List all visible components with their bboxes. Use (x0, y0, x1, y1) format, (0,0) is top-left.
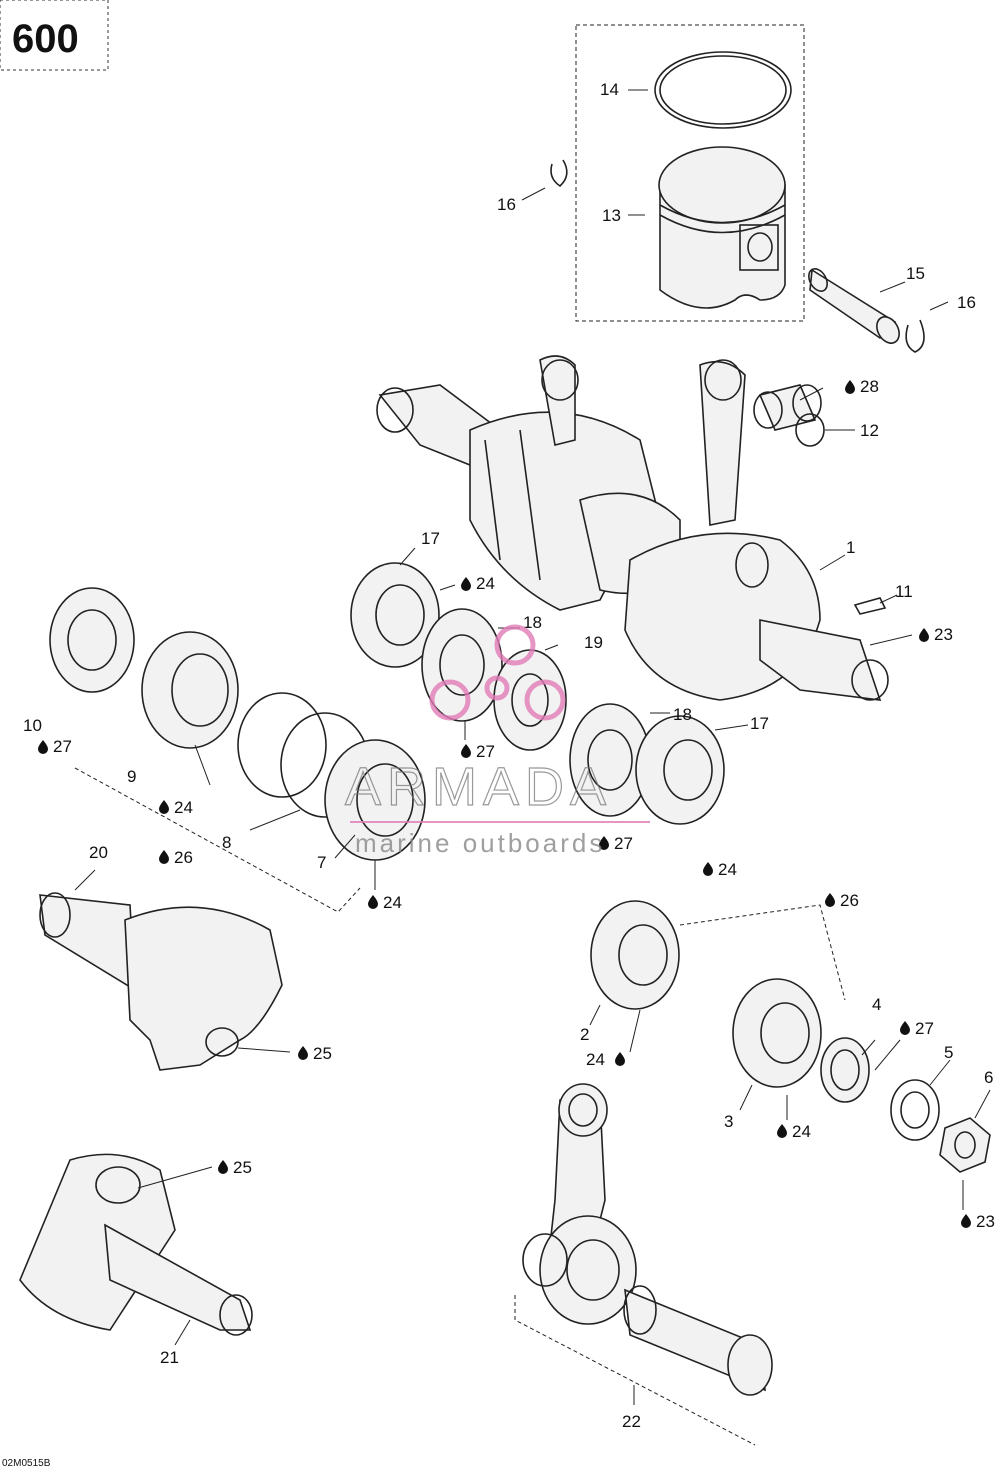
callout-21: 21 (160, 1348, 179, 1367)
ball-bearing (635, 715, 725, 825)
thrust-washer (795, 413, 825, 447)
lubricant-refs: 28 24 23 27 27 24 26 24 27 24 26 25 24 2… (53, 377, 995, 1231)
lubricant-ref: 27 (915, 1019, 934, 1038)
oil-drop-icon (825, 893, 835, 907)
lubricant-ref: 24 (383, 893, 402, 912)
crankshaft-half-mag (19, 1153, 253, 1336)
oil-drop-icon (615, 1052, 625, 1066)
lock-washer (890, 1079, 940, 1141)
oil-drop-icon (368, 895, 378, 909)
crankshaft-assembly (376, 355, 889, 701)
woodruff-key (853, 597, 887, 615)
ball-bearing (590, 900, 680, 1010)
lubricant-ref: 24 (476, 574, 495, 593)
callout-14: 14 (600, 80, 619, 99)
watermark-logo-icon (429, 624, 566, 721)
circlip-icon (550, 159, 568, 188)
needle-bearing (753, 384, 822, 431)
oil-drop-icon (599, 836, 609, 850)
oil-drop-icon (159, 800, 169, 814)
assembly-guide-line (514, 1295, 756, 1446)
callout-8: 8 (222, 833, 231, 852)
lubricant-ref: 25 (233, 1158, 252, 1177)
callout-20: 20 (89, 843, 108, 862)
callout-17: 17 (750, 714, 769, 733)
piston-ring (654, 51, 792, 129)
ball-bearing (141, 631, 239, 749)
piston-pin (808, 268, 900, 344)
drive-gear (493, 649, 567, 751)
callout-9: 9 (127, 767, 136, 786)
callout-2: 2 (580, 1025, 589, 1044)
lubricant-ref: 27 (614, 834, 633, 853)
callout-7: 7 (317, 853, 326, 872)
callout-18: 18 (673, 705, 692, 724)
lubricant-ref: 26 (174, 848, 193, 867)
oil-drop-icon (703, 862, 713, 876)
lubricant-ref: 24 (586, 1050, 605, 1069)
roller-bearing (732, 978, 822, 1088)
oil-seal (49, 587, 135, 693)
connecting-rod (522, 1083, 773, 1396)
watermark-subtitle: marine outboards (355, 828, 605, 858)
lubricant-ref: 24 (174, 798, 193, 817)
oil-drop-icon (845, 380, 855, 394)
oil-drop-icon (777, 1124, 787, 1138)
callouts: 1 2 3 4 5 6 7 8 9 10 11 12 13 14 15 16 1… (23, 80, 993, 1431)
circlip-icon (905, 319, 925, 353)
oil-drop-icon (461, 744, 471, 758)
callout-3: 3 (724, 1112, 733, 1131)
callout-19: 19 (584, 633, 603, 652)
oil-drop-icon (900, 1021, 910, 1035)
lubricant-ref: 23 (934, 625, 953, 644)
oil-drop-icon (298, 1046, 308, 1060)
lubricant-ref: 27 (53, 737, 72, 756)
oil-seal (820, 1037, 870, 1103)
callout-13: 13 (602, 206, 621, 225)
lubricant-ref: 25 (313, 1044, 332, 1063)
lubricant-icons (38, 380, 971, 1228)
hex-nut (939, 1117, 991, 1173)
lubricant-ref: 24 (718, 860, 737, 879)
callout-11: 11 (895, 582, 913, 601)
callout-18: 18 (523, 613, 542, 632)
callout-10: 10 (23, 716, 42, 735)
oil-drop-icon (218, 1160, 228, 1174)
distance-ring (421, 608, 503, 722)
watermark: ARMADA marine outboards (344, 624, 650, 858)
lubricant-ref: 24 (792, 1122, 811, 1141)
engine-badge-text: 600 (12, 17, 79, 61)
callout-16: 16 (497, 195, 516, 214)
callout-5: 5 (944, 1043, 953, 1062)
lubricant-ref: 28 (860, 377, 879, 396)
assembly-guide-line (74, 767, 361, 913)
callout-16: 16 (957, 293, 976, 312)
engine-badge: 600 (0, 0, 109, 71)
watermark-title: ARMADA (345, 757, 612, 817)
callout-17: 17 (421, 529, 440, 548)
callout-1: 1 (846, 538, 855, 557)
drawing-code: 02M0515B (2, 1458, 51, 1469)
assembly-guide-line (679, 904, 846, 1001)
lubricant-ref: 23 (976, 1212, 995, 1231)
callout-15: 15 (906, 264, 925, 283)
ball-bearing (350, 562, 440, 668)
piston (658, 146, 786, 309)
callout-6: 6 (984, 1068, 993, 1087)
callout-4: 4 (872, 995, 881, 1014)
piston-kit-frame (575, 24, 805, 322)
crankshaft-half-pto (39, 892, 283, 1071)
oil-drop-icon (919, 628, 929, 642)
oil-drop-icon (38, 740, 48, 754)
oil-drop-icon (159, 850, 169, 864)
lubricant-ref: 26 (840, 891, 859, 910)
oil-drop-icon (461, 577, 471, 591)
lubricant-ref: 27 (476, 742, 495, 761)
callout-22: 22 (622, 1412, 641, 1431)
leader-lines (74, 89, 991, 1405)
callout-12: 12 (860, 421, 879, 440)
oil-drop-icon (961, 1214, 971, 1228)
